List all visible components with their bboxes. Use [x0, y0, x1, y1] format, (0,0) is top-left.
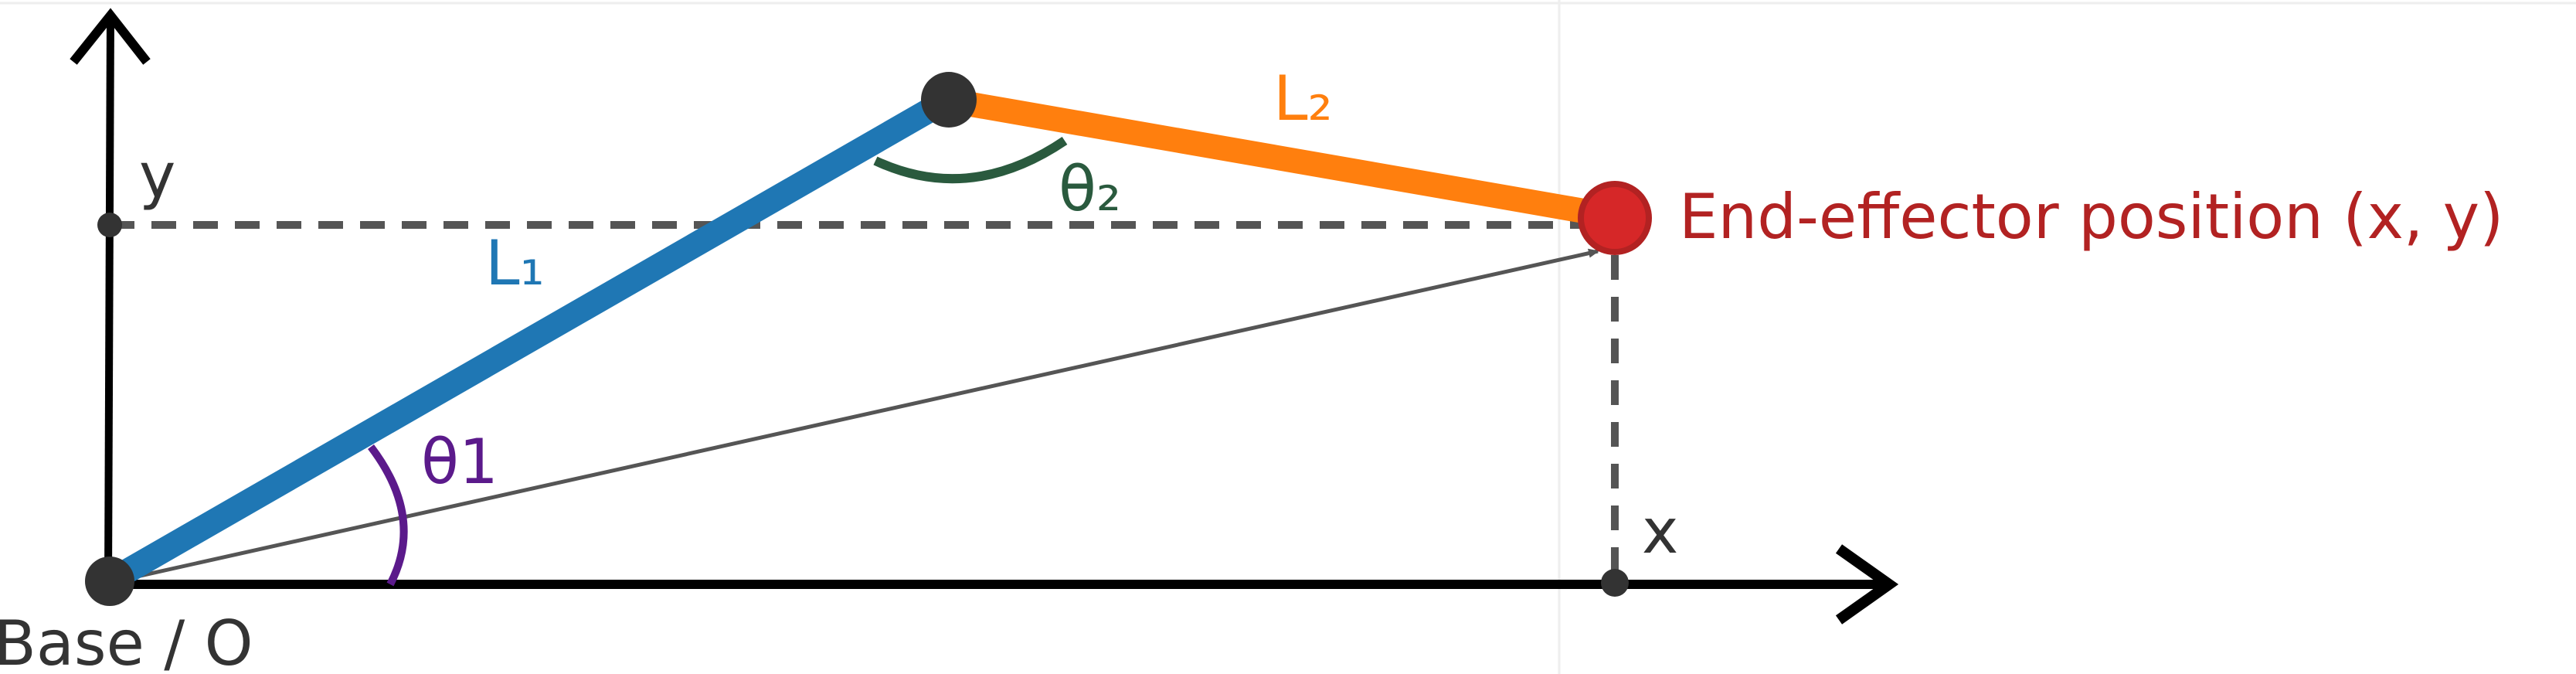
- y-axis-arrowhead: [70, 8, 151, 65]
- link-2: [946, 88, 1617, 229]
- theta1-label: θ1: [421, 426, 498, 498]
- y-axis-label: y: [139, 140, 175, 212]
- y-axis: [104, 15, 114, 582]
- end-effector-label: End-effector position (x, y): [1679, 181, 2503, 253]
- base-label: Base / O: [0, 608, 253, 674]
- x-axis-label: x: [1642, 495, 1678, 567]
- x-projection-point: [1601, 569, 1629, 597]
- link-1: [104, 90, 953, 592]
- theta1-arc: [368, 444, 408, 587]
- end-effector-marker: [1578, 181, 1652, 255]
- link2-label: L₂: [1273, 63, 1333, 134]
- theta2-arc: [873, 137, 1068, 184]
- base-joint: [85, 557, 134, 606]
- elbow-joint: [921, 72, 977, 128]
- x-axis-arrowhead: [1835, 544, 1899, 625]
- reach-vector: [115, 248, 1599, 584]
- theta2-label: θ₂: [1059, 153, 1121, 225]
- y-projection-point: [97, 213, 122, 237]
- link1-label: L₁: [485, 227, 545, 299]
